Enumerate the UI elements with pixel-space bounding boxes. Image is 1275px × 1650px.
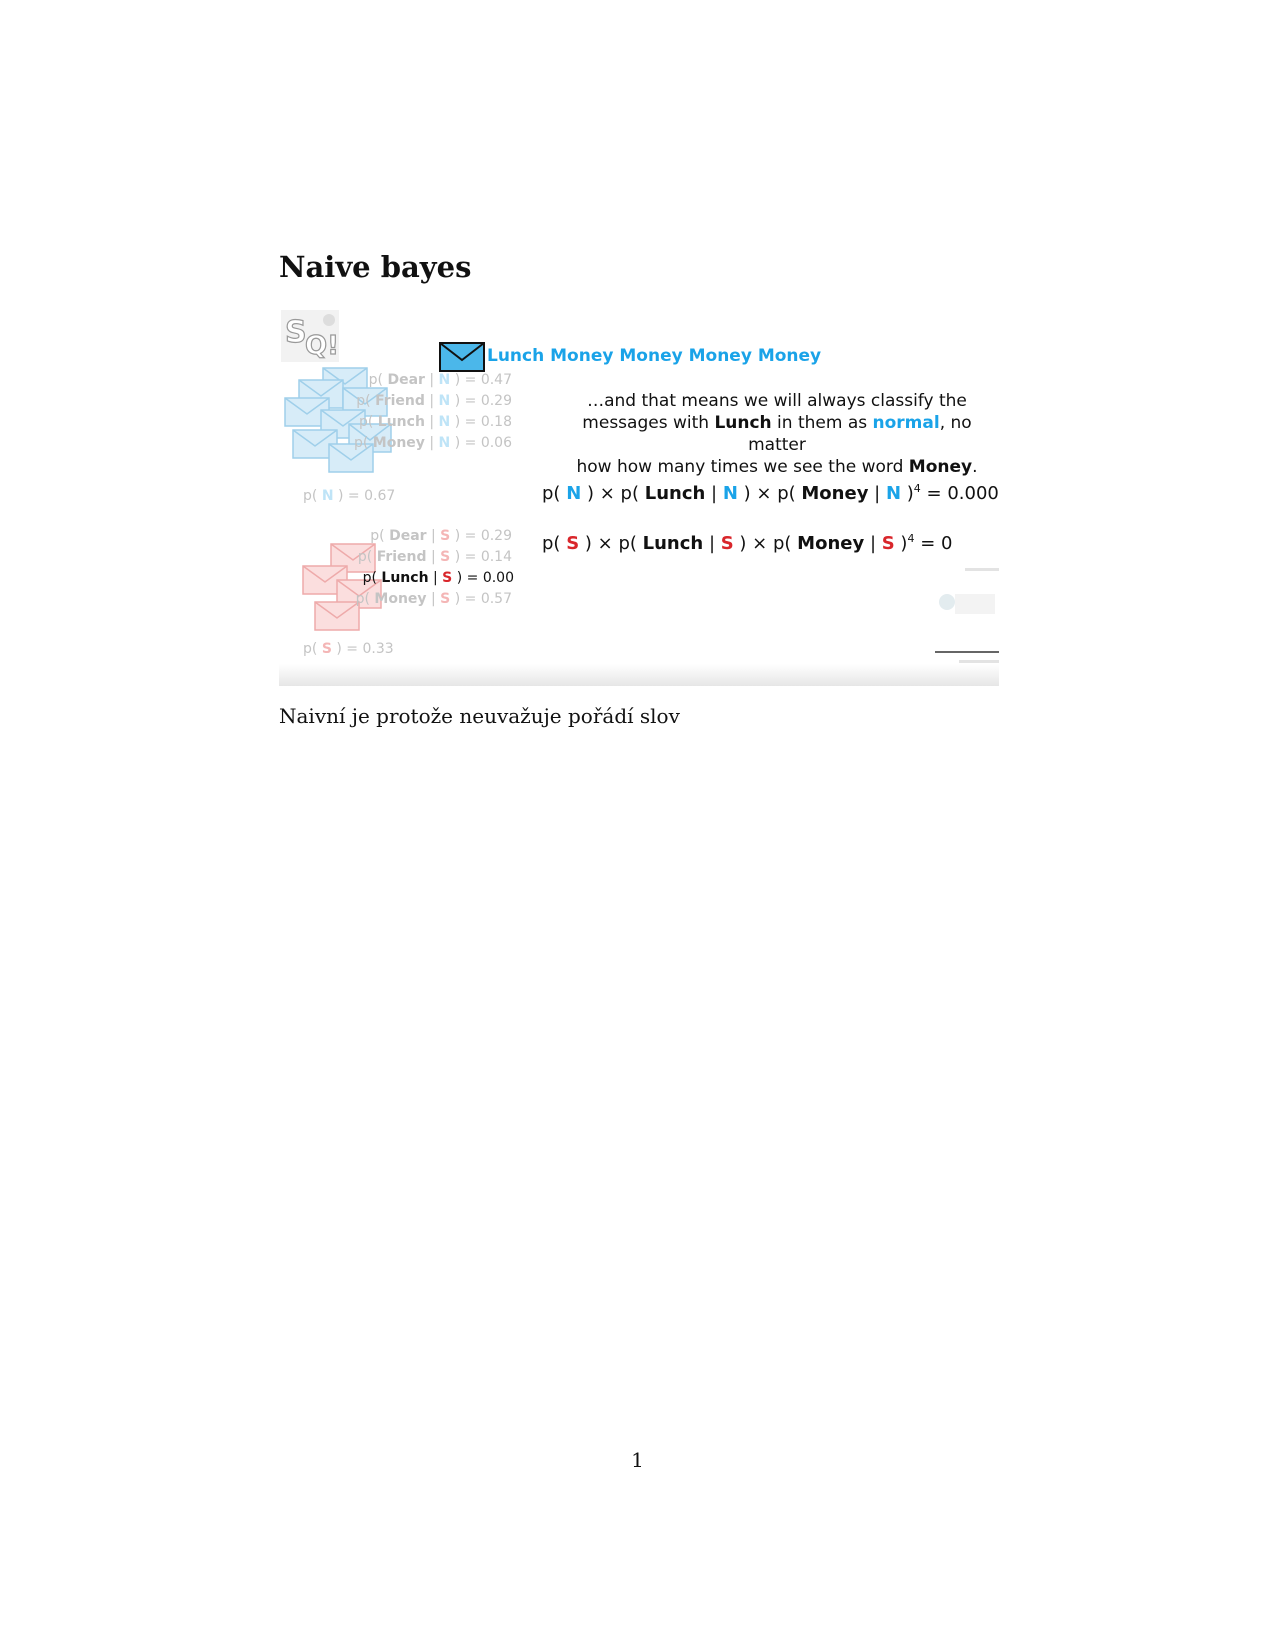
email-icon <box>439 342 485 372</box>
email-subject: Lunch Money Money Money Money <box>487 346 822 366</box>
spam-messages-stack <box>302 543 382 631</box>
normal-prob-lunch: p( Lunch | N ) = 0.18 <box>358 414 512 430</box>
video-controls-fade <box>279 664 999 686</box>
spam-score-equation: p( S ) × p( Lunch | S ) × p( Money | S )… <box>542 532 953 554</box>
spam-prob-dear: p( Dear | S ) = 0.29 <box>370 528 512 544</box>
normal-score-equation: p( N ) × p( Lunch | N ) × p( Money | N )… <box>542 482 999 504</box>
lecture-slide-figure: S Q! Lunch Money Money Money Money p( De… <box>279 306 999 686</box>
normal-prob-dear: p( Dear | N ) = 0.47 <box>368 372 512 388</box>
svg-text:Q!: Q! <box>305 331 339 361</box>
svg-text:S: S <box>285 315 307 350</box>
normal-messages-stack <box>284 367 392 473</box>
normal-prob-money: p( Money | N ) = 0.06 <box>353 435 512 451</box>
spam-prob-lunch: p( Lunch | S ) = 0.00 <box>362 570 514 586</box>
statquest-logo: S Q! <box>281 310 339 362</box>
explanation-text: …and that means we will always classify … <box>576 391 978 477</box>
caption-text: Naivní je protože neuvažuje pořádí slov <box>279 704 680 728</box>
normal-prior: p( N ) = 0.67 <box>303 488 396 504</box>
spam-prob-friend: p( Friend | S ) = 0.14 <box>357 549 512 565</box>
section-heading: Naive bayes <box>279 250 472 284</box>
page-number: 1 <box>631 1448 644 1472</box>
video-thumbnail <box>935 568 999 669</box>
spam-prob-money: p( Money | S ) = 0.57 <box>355 591 512 607</box>
normal-prob-friend: p( Friend | N ) = 0.29 <box>356 393 512 409</box>
spam-prior: p( S ) = 0.33 <box>303 641 394 657</box>
